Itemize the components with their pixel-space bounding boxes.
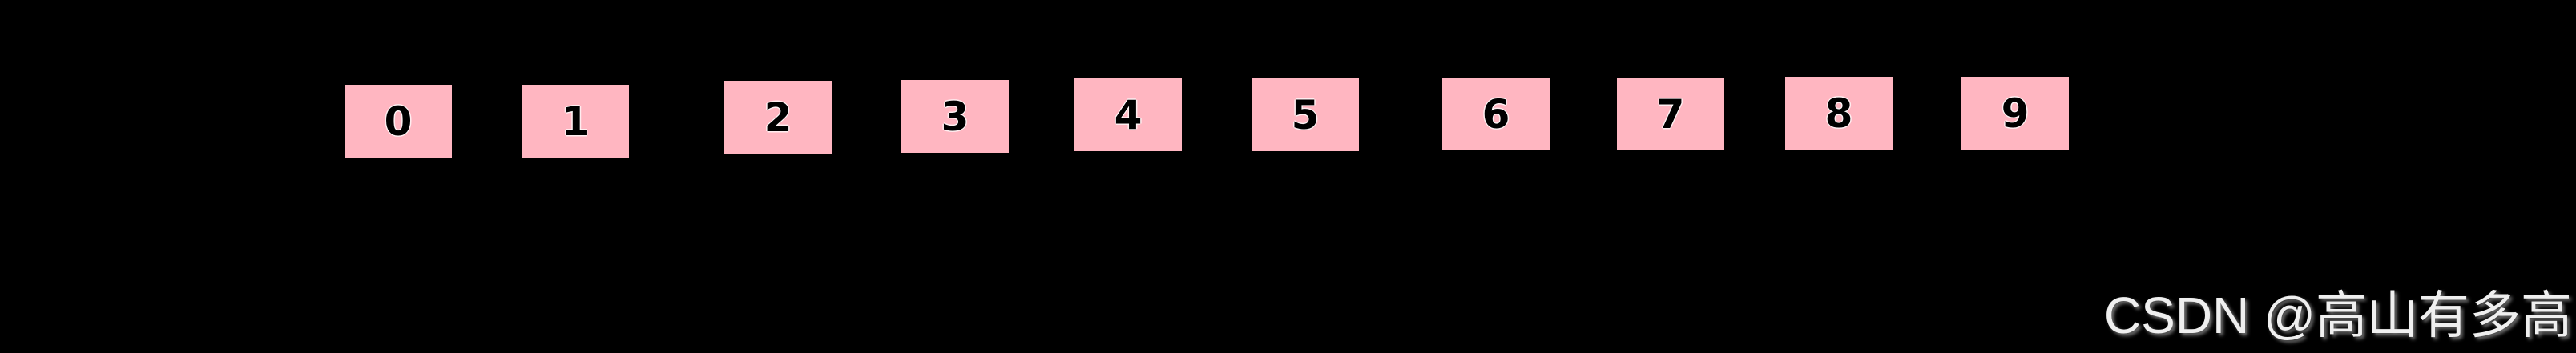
array-cell-9: 9 [1961, 77, 2069, 150]
array-cell-4: 4 [1074, 78, 1182, 151]
array-cell-8: 8 [1785, 77, 1893, 150]
array-cell-1: 1 [522, 85, 629, 158]
array-cell-5: 5 [1252, 78, 1359, 151]
array-cell-2: 2 [724, 81, 832, 154]
array-cell-0: 0 [345, 85, 452, 158]
csdn-watermark: CSDN @高山有多高 [2103, 287, 2572, 344]
array-cell-3: 3 [901, 80, 1009, 153]
array-cell-6: 6 [1442, 78, 1550, 150]
array-cell-7: 7 [1617, 78, 1724, 150]
